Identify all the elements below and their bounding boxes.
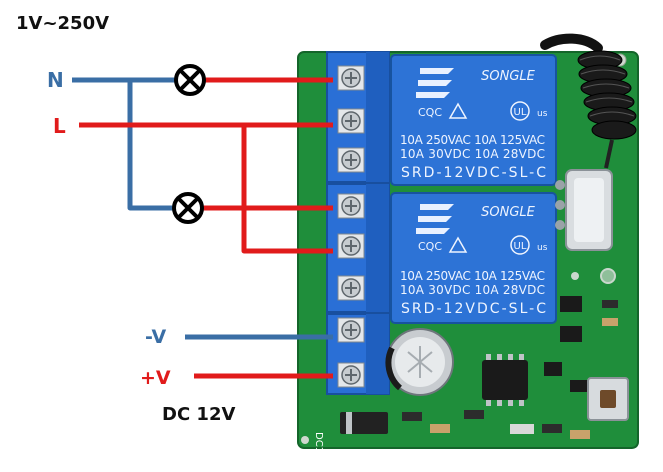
terminal-screw [337,108,365,134]
electrolytic-capacitor [385,328,454,396]
live-label: L [53,114,66,138]
terminal-screw [337,317,365,343]
supply-label: DC 12V [162,404,235,425]
relay-2-rating-line2: 10A 30VDC 10A 28VDC [400,283,545,297]
ic-chip [482,354,528,406]
warning-triangle-icon [448,236,468,253]
relay-1: SONGLE CQC UL us 10A 250VAC 10A 125VAC 1… [390,54,557,186]
terminal-screw [337,193,365,219]
diode [340,412,388,434]
relay-1-rating-line2: 10A 30VDC 10A 28VDC [400,147,545,161]
neg-label: -V [145,326,167,348]
board-label: DC12 [313,432,324,459]
terminal-screw [337,233,365,259]
pos-label: +V [140,367,171,389]
ul-mark-icon: UL us [510,101,548,121]
relay-2-rating-line1: 10A 250VAC 10A 125VAC [400,269,545,283]
antenna-coil [540,33,637,169]
terminal-screws [337,65,365,388]
relay-1-brand: SONGLE [481,69,536,84]
terminal-screw [337,65,365,91]
relay-1-model: SRD-12VDC-SL-C [401,165,546,181]
svg-text:UL: UL [514,107,527,118]
lamp-cross-icon [172,192,204,224]
svg-text:us: us [537,243,548,253]
voltage-label: 1V~250V [16,13,109,34]
relay-2-model: SRD-12VDC-SL-C [401,301,546,317]
relay-1-rating-line1: 10A 250VAC 10A 125VAC [400,133,545,147]
svg-text:us: us [537,109,548,119]
neutral-label: N [47,68,64,92]
lamp-cross-icon [174,64,206,96]
svg-text:UL: UL [514,241,527,252]
live-wire [79,77,333,254]
neutral-wire [72,77,178,211]
smd-parts [402,268,618,439]
ul-mark-icon: UL us [510,235,548,255]
push-button [587,377,629,421]
relay-1-cert: CQC [418,106,442,119]
terminal-screw [337,362,365,388]
warning-triangle-icon [448,102,468,119]
terminal-screw [337,147,365,173]
crystal-oscillator [555,169,613,251]
relay-2-brand: SONGLE [481,205,536,220]
terminal-screw [337,275,365,301]
relay-2: SONGLE CQC UL us 10A 250VAC 10A 125VAC 1… [390,192,557,324]
transistors [544,296,588,392]
relay-2-cert: CQC [418,240,442,253]
